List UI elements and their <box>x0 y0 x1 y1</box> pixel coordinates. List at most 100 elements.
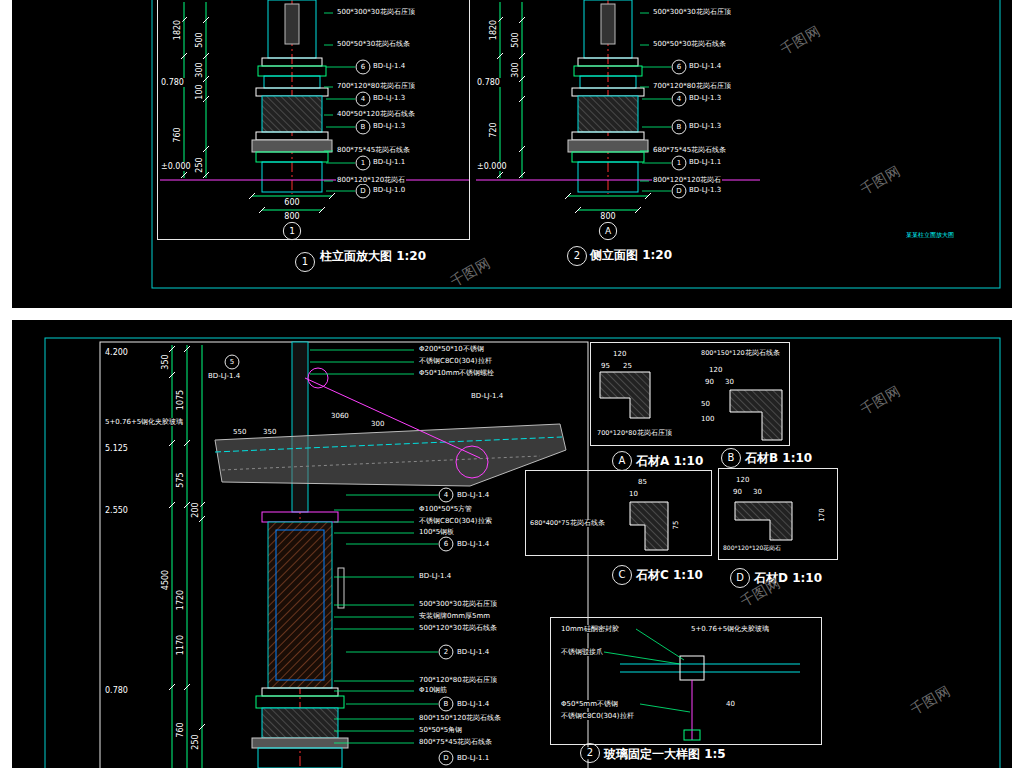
dimension-label: 75 <box>672 520 680 531</box>
drawing-label: 5+0.76+5钢化夹胶玻璃 <box>104 418 184 426</box>
callout-letter: 1 <box>676 159 682 167</box>
callout-letter: 2 <box>573 250 581 262</box>
callout-letter: A <box>618 455 627 467</box>
detail-title: 石材C 1:10 <box>635 568 704 582</box>
leader-line <box>640 13 649 14</box>
leader-line <box>346 652 438 653</box>
dimension-label: 100 <box>195 83 204 100</box>
drawing-label: 不锈钢C8C0(304)拉杆 <box>560 712 635 720</box>
drawing-label: 100 <box>700 415 715 423</box>
drawing-label: BD-LJ-1.1 <box>456 754 490 762</box>
drawing-label: 30 <box>752 488 763 496</box>
callout-circle <box>356 92 370 106</box>
callout-circle <box>672 184 686 198</box>
drawing-rect <box>262 688 338 696</box>
drawing-label: 700*120*80花岗石压顶 <box>418 676 498 684</box>
leader-line <box>324 87 333 88</box>
leader-line <box>326 163 355 164</box>
dimension-label: 720 <box>489 121 498 138</box>
leader-line <box>640 151 649 152</box>
callout-letter: B <box>676 123 683 131</box>
drawing-label: ±0.000 <box>476 162 508 171</box>
leader-line <box>324 45 333 46</box>
callout-circle <box>672 120 686 134</box>
callout-circle <box>439 697 453 711</box>
leader-line <box>642 163 671 164</box>
drawing-label: BD-LJ-1.4 <box>456 700 490 708</box>
drawing-label: 5+0.76+5钢化夹胶玻璃 <box>690 625 770 633</box>
callout-circle <box>439 537 453 551</box>
callout-letter: 6 <box>443 540 449 548</box>
drawing-label: 500*300*30花岗石压顶 <box>336 8 416 16</box>
callout-circle <box>283 222 300 239</box>
leader-line <box>326 191 355 192</box>
callout-circle <box>613 452 632 471</box>
drawing-label: Φ10钢筋 <box>418 686 448 694</box>
drawing-circle <box>308 368 328 388</box>
drawing-label: Φ50*10mm不锈钢螺栓 <box>418 369 495 377</box>
callout-letter: D <box>359 187 366 195</box>
drawing-rect <box>100 342 588 768</box>
drawing-label: 500*50*30花岗石线条 <box>652 40 727 48</box>
dimension-label: 1720 <box>176 589 185 611</box>
drawing-label: Φ100*50*5方管 <box>418 505 473 513</box>
callout-letter: 2 <box>443 648 449 656</box>
drawing-label: 某某柱立面放大图 <box>905 232 955 239</box>
callout-letter: 5 <box>229 358 235 366</box>
drawing-label: 680*400*75花岗石线条 <box>529 520 606 527</box>
leader-line <box>326 127 355 128</box>
callout-letter: 4 <box>676 95 682 103</box>
drawing-label: 680*75*45花岗石线条 <box>652 146 727 154</box>
drawing-label: BD-LJ-1.4 <box>207 372 241 380</box>
drawing-label: 800*120*120花岗石 <box>336 176 406 184</box>
drawing-line <box>620 664 800 665</box>
drawing-label: 10mm硅酮密封胶 <box>560 625 620 633</box>
drawing-rect <box>252 738 348 748</box>
drawing-use <box>497 0 651 213</box>
dimension-label: 4500 <box>161 569 170 591</box>
drawing-label: BD-LJ-1.4 <box>688 62 722 70</box>
drawing-label: 不锈钢C8C0(304)拉索 <box>418 517 493 525</box>
drawing-label: 4.200 <box>104 348 129 357</box>
detail-title: 柱立面放大图 1:20 <box>319 249 427 263</box>
callout-circle <box>672 92 686 106</box>
leader-line <box>310 362 414 363</box>
drawing-label: 90 <box>704 378 715 386</box>
leader-line <box>326 99 355 100</box>
drawing-label: 100*5钢板 <box>418 528 455 536</box>
dimension-label: 500 <box>195 31 204 48</box>
drawing-label: 120 <box>708 366 723 374</box>
drawing-label: 0.780 <box>104 686 129 695</box>
dimension-label: 760 <box>176 721 185 738</box>
drawing-rect <box>292 342 308 512</box>
callout-letter: 2 <box>586 747 594 759</box>
callout-circle <box>581 744 600 763</box>
drawing-label: BD-LJ-1.3 <box>372 94 406 102</box>
drawing-label: BD-LJ-1.4 <box>456 540 490 548</box>
dimension-label: 500 <box>511 31 520 48</box>
drawing-label: 不锈钢C8C0(304)拉杆 <box>418 357 493 365</box>
leader-line <box>334 605 414 606</box>
drawing-label: BD-LJ-1.4 <box>470 392 504 400</box>
drawing-label: 不锈钢驳接爪 <box>560 648 604 656</box>
drawing-line <box>692 680 693 740</box>
leader-line <box>326 67 355 68</box>
drawing-line <box>215 437 562 452</box>
leader-line <box>334 691 414 692</box>
drawing-label: BD-LJ-1.4 <box>456 648 490 656</box>
drawing-label: BD-LJ-1.0 <box>372 186 406 194</box>
callout-letter: 6 <box>360 63 366 71</box>
drawing-rect <box>684 730 700 740</box>
drawing-label: 800 <box>599 212 616 221</box>
callout-circle <box>439 488 453 502</box>
dimension-label: 350 <box>161 353 170 370</box>
drawing-line <box>305 378 480 458</box>
drawing-rect <box>45 338 1000 768</box>
callout-circle <box>356 156 370 170</box>
callout-circle <box>731 569 750 588</box>
leader-line <box>642 67 671 68</box>
dimension-label: 575 <box>176 471 185 488</box>
drawing-label: 95 <box>600 362 611 370</box>
